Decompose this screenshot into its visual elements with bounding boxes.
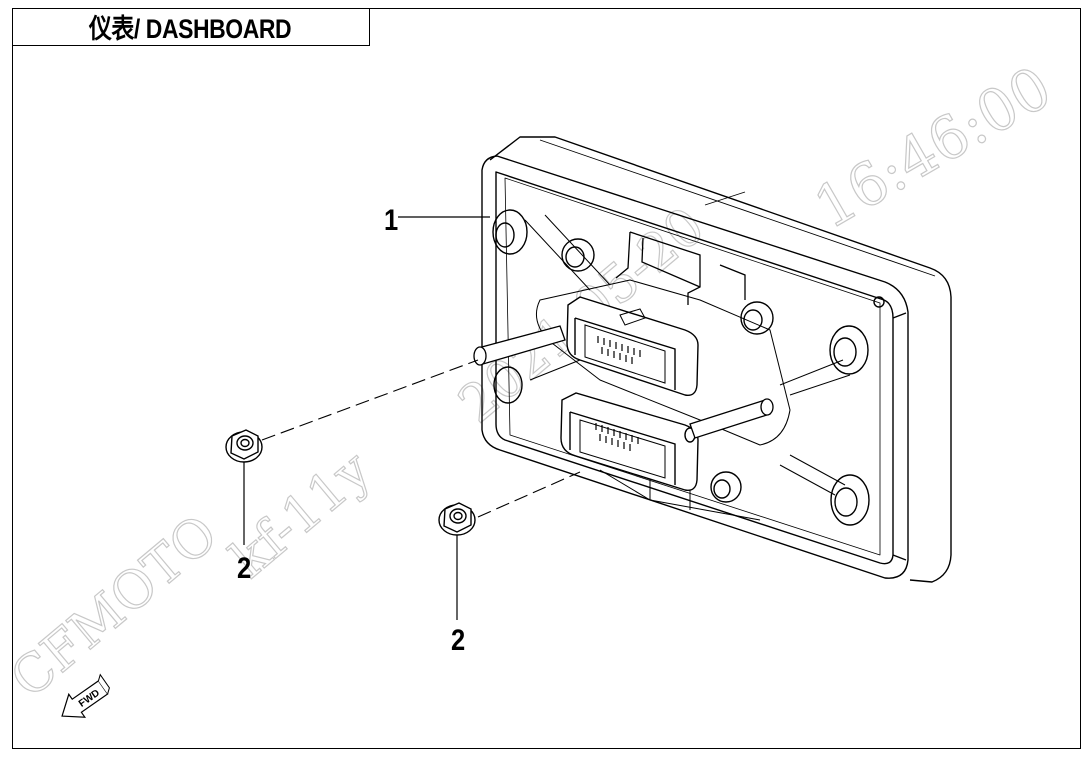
hex-flange-nut-icon <box>225 429 263 463</box>
mounting-boss <box>561 238 595 272</box>
connector-pins-upper <box>597 336 641 364</box>
mounting-stud-upper <box>473 325 566 366</box>
title-block: 仪表/ DASHBOARD <box>12 8 370 46</box>
mounting-boss <box>829 325 869 375</box>
watermark: CFMOTO kf-11y 2021-05-20 16:46:00 <box>0 52 1063 710</box>
dashboard-housing <box>481 136 952 583</box>
mounting-boss <box>493 366 523 404</box>
hex-flange-nut-icon <box>438 502 476 536</box>
watermark-time: 16:46:00 <box>803 53 1063 242</box>
watermark-brand: CFMOTO <box>0 504 229 710</box>
mounting-boss <box>830 474 870 526</box>
assembly-axis-lines <box>261 359 581 518</box>
mounting-boss <box>492 209 528 255</box>
page-title: 仪表/ DASHBOARD <box>89 14 292 44</box>
callout-2-right: 2 <box>451 623 465 656</box>
leader-lines <box>243 216 490 620</box>
callout-1: 1 <box>384 203 398 236</box>
connector-hood <box>615 231 746 305</box>
mounting-boss <box>710 471 742 503</box>
connector-pins-lower <box>595 423 639 451</box>
drawing-frame <box>12 8 1081 749</box>
mounting-stud-lower <box>689 398 774 439</box>
connector-lower <box>560 392 699 491</box>
connector-upper <box>566 296 699 396</box>
callout-2-left: 2 <box>237 551 251 584</box>
